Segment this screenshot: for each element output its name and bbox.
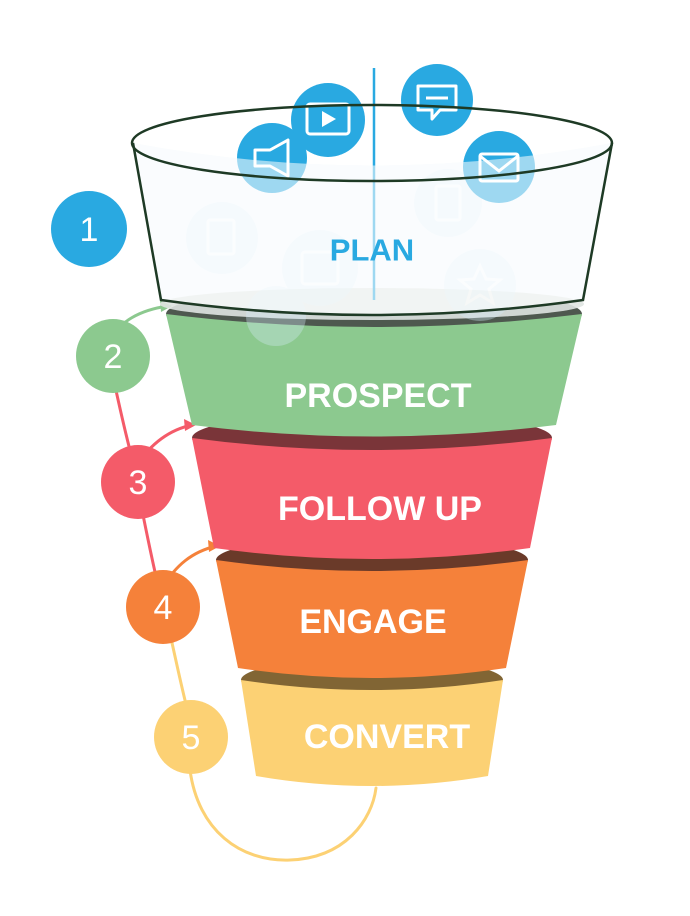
step-circle-3: 3 [101, 445, 175, 519]
step-number-1: 1 [80, 211, 99, 249]
connector-loop-5 [188, 768, 378, 862]
step-number-4: 4 [154, 589, 173, 627]
plan-bowl-outline [131, 142, 614, 317]
followup-label: FOLLOW UP [278, 490, 482, 528]
chat-icon [401, 64, 473, 136]
prospect-band [166, 314, 582, 437]
stage-plan: PLAN [130, 64, 614, 346]
stage-convert: CONVERT [241, 658, 503, 786]
step-circle-4: 4 [126, 570, 200, 644]
step-number-5: 5 [182, 719, 201, 757]
step-circle-5: 5 [154, 700, 228, 774]
convert-band [241, 680, 503, 786]
step-circle-2: 2 [76, 319, 150, 393]
engage-band [216, 560, 528, 678]
arrowhead-3 [184, 419, 196, 431]
plan-glass [133, 143, 612, 315]
plan-label: PLAN [330, 233, 414, 268]
step-circle-1: 1 [51, 191, 127, 267]
step-number-3: 3 [129, 464, 148, 502]
convert-label: CONVERT [304, 718, 470, 756]
engage-label: ENGAGE [299, 603, 446, 641]
prospect-label: PROSPECT [284, 377, 471, 415]
followup-band [192, 438, 552, 559]
step-number-2: 2 [104, 338, 123, 376]
